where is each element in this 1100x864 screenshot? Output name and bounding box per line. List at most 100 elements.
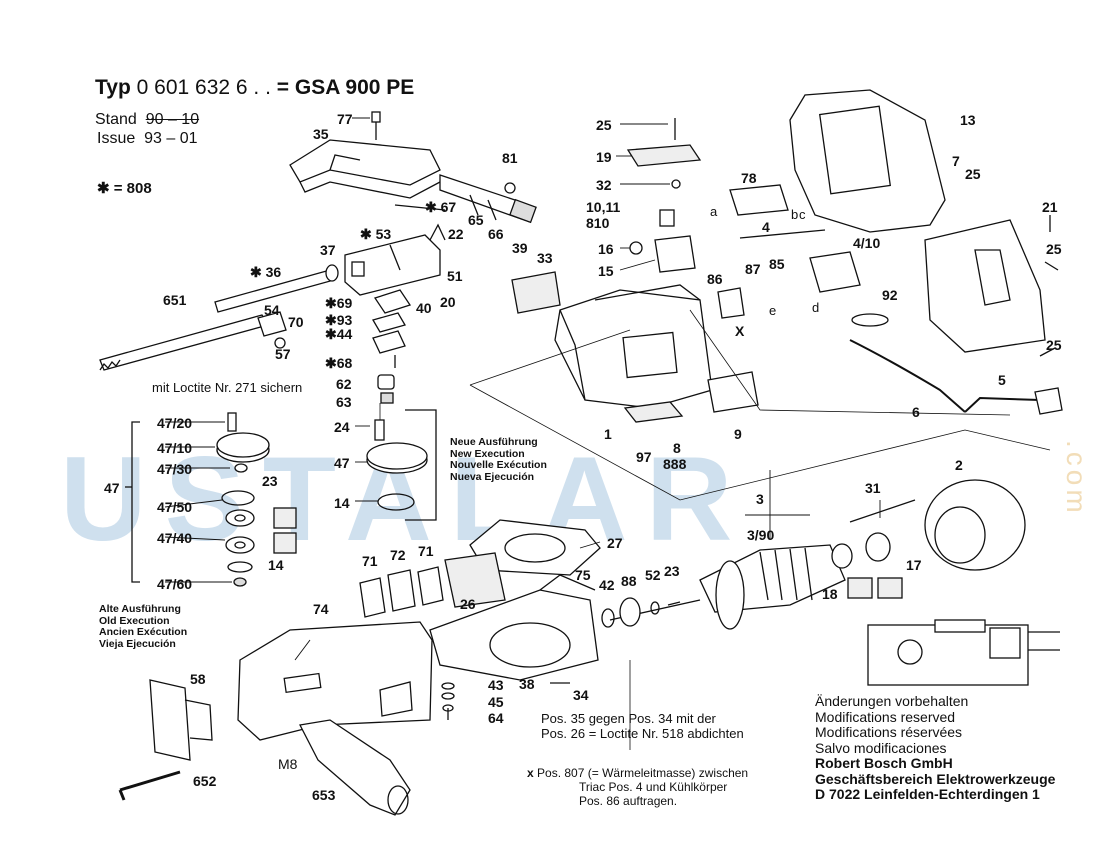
- wire-label-d: d: [812, 300, 820, 315]
- part-label-33: [511, 271, 561, 314]
- part-field-2: [924, 479, 1026, 571]
- changes-es: Salvo modificaciones: [815, 739, 947, 756]
- wire-label-e: e: [769, 303, 777, 318]
- label-5: 5: [998, 372, 1006, 388]
- label-22: 22: [448, 226, 464, 242]
- label-67: ✱ 67: [425, 199, 457, 215]
- label-14a: 14: [268, 557, 284, 573]
- pos-note-2: Pos. 26 = Loctite Nr. 518 abdichten: [541, 726, 744, 741]
- part-bushing-62: [377, 374, 395, 404]
- label-47-60: 47/60: [157, 576, 193, 592]
- label-3: 3: [756, 491, 764, 507]
- part-screw-31: [849, 499, 916, 523]
- label-86: 86: [707, 271, 723, 287]
- part-washers-43: [441, 682, 455, 720]
- part-gear-new: [366, 409, 437, 521]
- new-execution-fr: Nouvelle Exécution: [450, 459, 547, 471]
- label-2: 2: [955, 457, 963, 473]
- label-51: 51: [447, 268, 463, 284]
- part-blade-651: [99, 314, 269, 371]
- company-division: Geschäftsbereich Elektrowerkzeuge: [815, 770, 1056, 787]
- label-651: 651: [163, 292, 187, 308]
- issue-line: Issue 93 – 01: [97, 130, 198, 148]
- label-6: 6: [912, 404, 920, 420]
- label-25c: 25: [1046, 241, 1062, 257]
- label-26: 26: [460, 596, 476, 612]
- label-47-old: 47: [104, 480, 120, 496]
- changes-de: Änderungen vorbehalten: [815, 693, 969, 709]
- part-hexkey-652: [118, 770, 181, 801]
- part-bearing-18: [831, 543, 853, 569]
- label-36: ✱ 36: [250, 264, 282, 280]
- label-78: 78: [741, 170, 757, 186]
- label-35: 35: [313, 126, 329, 142]
- changes-fr: Modifications réservées: [815, 724, 963, 740]
- label-33: 33: [537, 250, 553, 266]
- part-label-9: [707, 371, 759, 413]
- x-note: x Pos. 807 (= Wärmeleitmasse) zwischen T…: [527, 766, 748, 808]
- label-37: 37: [320, 242, 336, 258]
- label-47-10: 47/10: [157, 440, 193, 456]
- part-washer-42: [601, 608, 615, 628]
- part-cover-right: [924, 219, 1046, 353]
- label-18: 18: [822, 586, 838, 602]
- x-note-line-2: Triac Pos. 4 und Kühlkörper: [579, 780, 728, 794]
- bracket-4: [739, 229, 826, 239]
- label-3-90: 3/90: [747, 527, 775, 543]
- new-execution-de: Neue Ausführung: [450, 436, 538, 448]
- part-clamp-54: [257, 311, 287, 349]
- part-clip-92: [851, 313, 889, 327]
- part-pin-23: [667, 601, 681, 606]
- label-72: 72: [390, 547, 406, 563]
- part-bushing-17: [865, 532, 891, 562]
- label-71a: 71: [362, 553, 378, 569]
- label-4: 4: [762, 219, 770, 235]
- watermark-side: .com: [1061, 440, 1092, 517]
- label-32: 32: [596, 177, 612, 193]
- part-clip-58: [149, 679, 191, 761]
- label-m8: M8: [278, 756, 298, 772]
- type-number: 0 601 632 6 . .: [136, 76, 271, 99]
- part-carrier-53: [344, 223, 446, 296]
- new-execution-es: Nueva Ejecución: [450, 470, 535, 483]
- part-brush-17: [877, 577, 903, 599]
- company-block: Änderungen vorbehalten Modifications res…: [815, 693, 1056, 803]
- part-cable-6: [849, 339, 966, 413]
- x-note-line-3: Pos. 86 auftragen.: [579, 794, 678, 808]
- part-handle-653: [299, 719, 411, 816]
- label-66: 66: [488, 226, 504, 242]
- stand-label: Stand: [95, 111, 137, 128]
- label-21: 21: [1042, 199, 1058, 215]
- part-brush-18: [847, 577, 873, 599]
- part-label-97: [623, 401, 684, 423]
- part-clip-58-tab: [184, 699, 213, 741]
- label-58: 58: [190, 671, 206, 687]
- label-54: 54: [264, 302, 280, 318]
- label-47-20: 47/20: [157, 415, 193, 431]
- label-40: 40: [416, 300, 432, 316]
- label-64: 64: [488, 710, 504, 726]
- part-housing-13: [789, 89, 946, 233]
- stand-value: 90 – 10: [145, 111, 200, 128]
- part-washer-52: [650, 601, 660, 615]
- label-77: 77: [337, 111, 353, 127]
- part-gear-old: [216, 412, 297, 587]
- part-module-78: [729, 184, 789, 216]
- title-equals: =: [276, 76, 290, 99]
- label-57: 57: [275, 346, 291, 362]
- label-62: 62: [336, 376, 352, 392]
- part-nut-16: [629, 241, 643, 255]
- new-execution-note: Neue Ausführung New Execution Nouvelle E…: [450, 436, 547, 483]
- part-screw-25b: [1044, 261, 1059, 271]
- part-plate-19: [626, 144, 702, 167]
- label-27: 27: [607, 535, 623, 551]
- issue-label: Issue: [97, 130, 136, 147]
- part-armature-3: [609, 544, 846, 630]
- part-cable-5: [964, 396, 1041, 413]
- label-47-30: 47/30: [157, 461, 193, 477]
- label-43: 43: [488, 677, 504, 693]
- assembly-lines: [379, 309, 1051, 750]
- old-execution-fr: Ancien Exécution: [99, 626, 188, 638]
- part-pads-71: [359, 552, 506, 618]
- part-housing-34: [429, 574, 599, 681]
